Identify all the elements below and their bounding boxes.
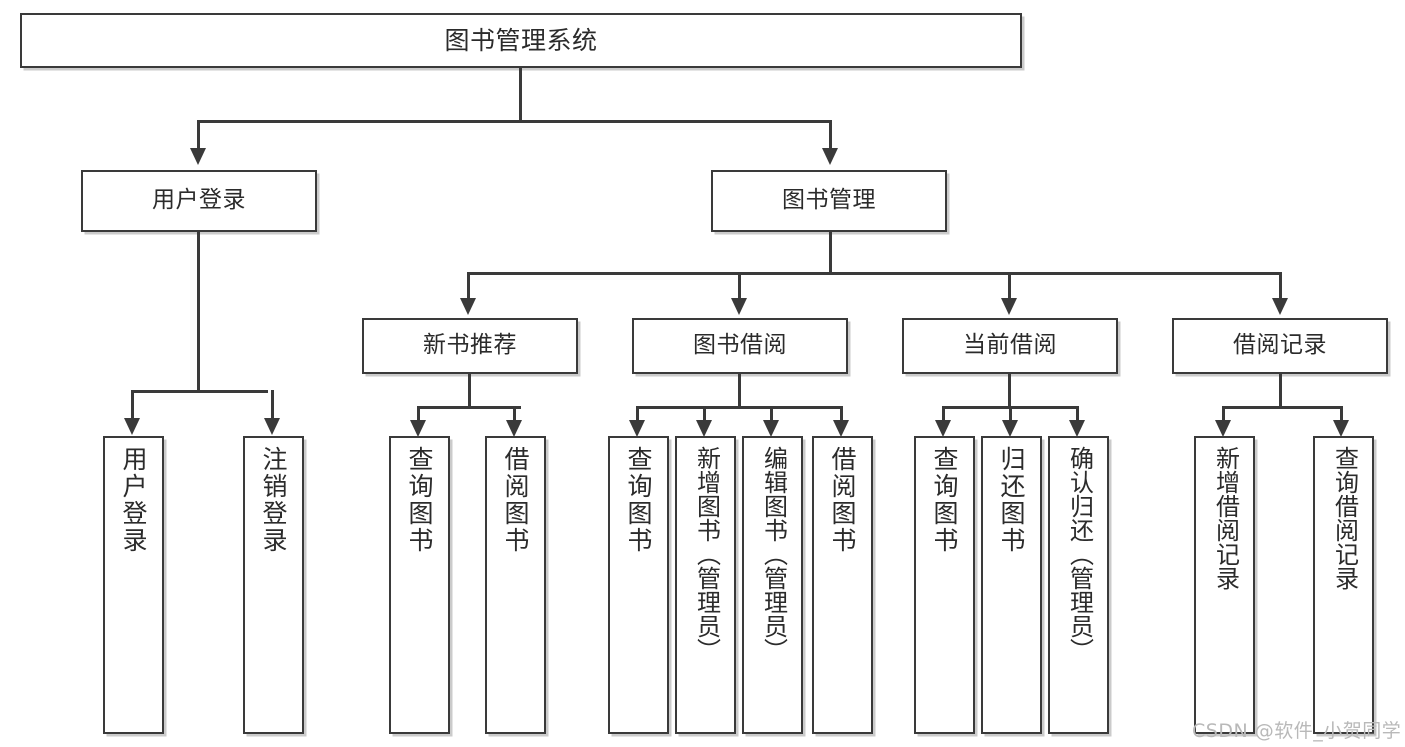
node-leaf-query-book-1-label: 查询图书 bbox=[405, 446, 434, 554]
arrowhead-leaf-query-record bbox=[1333, 420, 1349, 437]
node-book-borrow[interactable]: 图书借阅 bbox=[632, 318, 848, 374]
connector-borrow-record-down bbox=[1279, 374, 1282, 408]
node-leaf-add-book[interactable]: 新增图书（管理员） bbox=[675, 436, 736, 734]
csdn-watermark: CSDN @软件_小贺同学 bbox=[1192, 720, 1402, 742]
connector-to-leaf-return-book bbox=[1009, 406, 1012, 430]
connector-to-new-book-recommend bbox=[467, 272, 470, 300]
connector-root-to-user-login bbox=[197, 120, 200, 150]
node-leaf-user-logout-label: 注销登录 bbox=[259, 446, 288, 554]
node-book-borrow-label: 图书借阅 bbox=[693, 332, 787, 359]
connector-to-leaf-add-record bbox=[1222, 406, 1225, 430]
node-leaf-user-login-label: 用户登录 bbox=[119, 446, 148, 554]
node-user-login[interactable]: 用户登录 bbox=[81, 170, 317, 232]
connector-current-borrow-down bbox=[1008, 374, 1011, 408]
node-new-book-recommend-label: 新书推荐 bbox=[423, 332, 517, 359]
node-borrow-record-label: 借阅记录 bbox=[1233, 332, 1327, 359]
node-leaf-query-book-1[interactable]: 查询图书 bbox=[389, 436, 450, 734]
node-leaf-borrow-book-2[interactable]: 借阅图书 bbox=[812, 436, 873, 734]
node-current-borrow[interactable]: 当前借阅 bbox=[902, 318, 1118, 374]
connector-to-leaf-query-record bbox=[1340, 406, 1343, 430]
node-user-login-label: 用户登录 bbox=[152, 187, 246, 214]
connector-to-leaf-borrow-book-2 bbox=[840, 406, 843, 430]
node-new-book-recommend[interactable]: 新书推荐 bbox=[362, 318, 578, 374]
node-leaf-confirm-return-label: 确认归还（管理员） bbox=[1065, 446, 1094, 662]
node-leaf-query-record[interactable]: 查询借阅记录 bbox=[1313, 436, 1374, 734]
connector-user-login-down bbox=[197, 232, 200, 392]
arrowhead-leaf-return-book bbox=[1002, 420, 1018, 437]
arrowhead-leaf-borrow-book-2 bbox=[833, 420, 849, 437]
node-leaf-return-book-label: 归还图书 bbox=[997, 446, 1026, 554]
connector-to-leaf-user-logout bbox=[271, 390, 274, 420]
connector-to-leaf-confirm-return bbox=[1076, 406, 1079, 430]
arrowhead-leaf-add-book bbox=[696, 420, 712, 437]
connector-book-manage-down bbox=[829, 232, 832, 274]
connector-to-leaf-query-book-3 bbox=[942, 406, 945, 430]
arrowhead-leaf-query-book-3 bbox=[935, 420, 951, 437]
connector-to-borrow-record bbox=[1279, 272, 1282, 300]
arrowhead-user-login bbox=[190, 148, 206, 165]
node-leaf-confirm-return[interactable]: 确认归还（管理员） bbox=[1048, 436, 1109, 734]
connector-to-leaf-edit-book bbox=[770, 406, 773, 430]
connector-level3-bus bbox=[467, 272, 1282, 275]
node-leaf-add-record-label: 新增借阅记录 bbox=[1211, 446, 1240, 590]
connector-book-borrow-down bbox=[738, 374, 741, 408]
node-leaf-query-book-3[interactable]: 查询图书 bbox=[914, 436, 975, 734]
connector-to-leaf-query-book-1 bbox=[417, 406, 420, 430]
node-book-manage[interactable]: 图书管理 bbox=[711, 170, 947, 232]
arrowhead-leaf-query-book-2 bbox=[629, 420, 645, 437]
node-leaf-query-book-3-label: 查询图书 bbox=[930, 446, 959, 554]
connector-root-to-book-manage bbox=[829, 120, 832, 150]
arrowhead-book-manage bbox=[822, 148, 838, 165]
arrowhead-leaf-add-record bbox=[1215, 420, 1231, 437]
arrowhead-leaf-user-login bbox=[124, 418, 140, 435]
node-borrow-record[interactable]: 借阅记录 bbox=[1172, 318, 1388, 374]
node-leaf-user-logout[interactable]: 注销登录 bbox=[243, 436, 304, 734]
node-book-manage-label: 图书管理 bbox=[782, 187, 876, 214]
node-leaf-borrow-book-2-label: 借阅图书 bbox=[828, 446, 857, 554]
arrowhead-book-borrow bbox=[731, 298, 747, 315]
connector-to-leaf-user-login bbox=[131, 390, 134, 420]
connector-new-book-recommend-bus bbox=[417, 406, 521, 409]
arrowhead-leaf-edit-book bbox=[763, 420, 779, 437]
connector-to-leaf-borrow-book-1 bbox=[513, 406, 516, 430]
node-root[interactable]: 图书管理系统 bbox=[20, 13, 1022, 68]
arrowhead-borrow-record bbox=[1272, 298, 1288, 315]
node-leaf-query-record-label: 查询借阅记录 bbox=[1330, 446, 1359, 590]
connector-borrow-record-bus bbox=[1222, 406, 1342, 409]
node-leaf-edit-book[interactable]: 编辑图书（管理员） bbox=[742, 436, 803, 734]
node-root-label: 图书管理系统 bbox=[444, 25, 598, 55]
connector-to-book-borrow bbox=[738, 272, 741, 300]
node-leaf-add-record[interactable]: 新增借阅记录 bbox=[1194, 436, 1255, 734]
node-leaf-user-login[interactable]: 用户登录 bbox=[103, 436, 164, 734]
arrowhead-leaf-user-logout bbox=[264, 418, 280, 435]
connector-root-bus bbox=[197, 120, 832, 123]
node-leaf-borrow-book-1[interactable]: 借阅图书 bbox=[485, 436, 546, 734]
arrowhead-leaf-query-book-1 bbox=[410, 420, 426, 437]
connector-to-current-borrow bbox=[1008, 272, 1011, 300]
connector-root-down bbox=[519, 68, 522, 122]
connector-book-borrow-bus bbox=[636, 406, 842, 409]
node-leaf-edit-book-label: 编辑图书（管理员） bbox=[759, 446, 788, 662]
node-leaf-add-book-label: 新增图书（管理员） bbox=[692, 446, 721, 662]
arrowhead-leaf-confirm-return bbox=[1069, 420, 1085, 437]
node-leaf-query-book-2[interactable]: 查询图书 bbox=[608, 436, 669, 734]
connector-to-leaf-query-book-2 bbox=[636, 406, 639, 430]
node-leaf-query-book-2-label: 查询图书 bbox=[624, 446, 653, 554]
node-leaf-borrow-book-1-label: 借阅图书 bbox=[501, 446, 530, 554]
node-current-borrow-label: 当前借阅 bbox=[963, 332, 1057, 359]
arrowhead-leaf-borrow-book-1 bbox=[506, 420, 522, 437]
connector-new-book-recommend-down bbox=[468, 374, 471, 408]
connector-user-login-bus bbox=[131, 390, 268, 393]
connector-to-leaf-add-book bbox=[703, 406, 706, 430]
arrowhead-new-book-recommend bbox=[460, 298, 476, 315]
node-leaf-return-book[interactable]: 归还图书 bbox=[981, 436, 1042, 734]
arrowhead-current-borrow bbox=[1001, 298, 1017, 315]
